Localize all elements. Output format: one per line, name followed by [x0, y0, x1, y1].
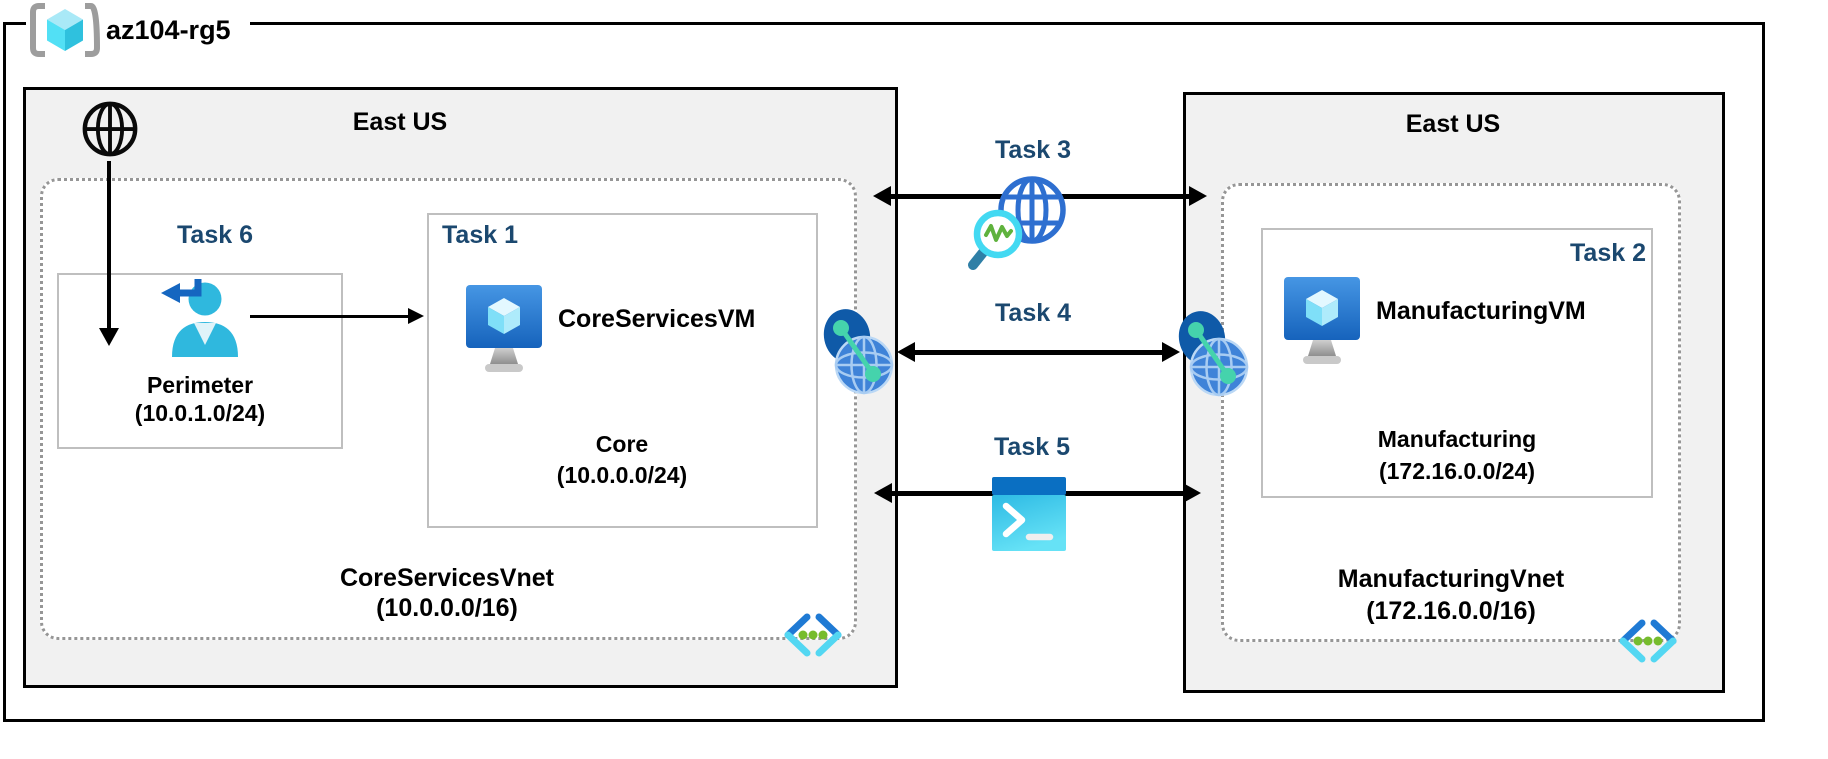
core-vnet-icon — [784, 613, 842, 657]
task3-label: Task 3 — [995, 136, 1071, 164]
perimeter-subnet-cidr: (10.0.1.0/24) — [134, 400, 266, 426]
arrow-head-right — [408, 308, 424, 324]
manufacturing-region-title: East US — [1405, 110, 1501, 138]
core-region-title: East US — [352, 108, 448, 136]
resource-group-icon — [30, 3, 101, 57]
core-vm-icon — [466, 285, 542, 372]
perimeter-subnet-name: Perimeter — [146, 372, 254, 398]
network-watcher-icon — [968, 176, 1066, 270]
outer-border — [3, 22, 1765, 722]
core-vm-name: CoreServicesVM — [558, 305, 756, 333]
manufacturing-subnet-cidr: (172.16.0.0/24) — [1378, 458, 1535, 484]
manufacturing-vnet-cidr: (172.16.0.0/16) — [1366, 597, 1536, 625]
task4-arrow — [897, 342, 1180, 362]
arrow-head-left — [897, 342, 915, 362]
task1-label: Task 1 — [442, 221, 518, 249]
core-subnet-name: Core — [595, 431, 649, 457]
core-subnet-cidr: (10.0.0.0/24) — [556, 462, 688, 488]
vnet-peering-icon-right — [1178, 311, 1249, 397]
perimeter-user-icon — [161, 279, 238, 357]
manufacturing-vnet-icon — [1619, 619, 1677, 663]
task5-label: Task 5 — [994, 433, 1070, 461]
arrow-shaft — [107, 161, 111, 328]
arrow-shaft — [250, 315, 409, 318]
internet-globe-icon — [82, 101, 138, 157]
core-vnet-name: CoreServicesVnet — [339, 564, 554, 592]
arrow-shaft — [913, 349, 1164, 355]
task6-label: Task 6 — [177, 221, 253, 249]
internet-to-perimeter-arrow — [99, 161, 119, 346]
task2-label: Task 2 — [1570, 239, 1646, 267]
arrow-head-right — [1189, 186, 1207, 206]
manufacturing-vm-icon — [1284, 277, 1360, 364]
manufacturing-vm-name: ManufacturingVM — [1376, 297, 1586, 325]
arrow-head-right — [1183, 483, 1201, 503]
task4-label: Task 4 — [995, 299, 1071, 327]
core-vnet-cidr: (10.0.0.0/16) — [376, 594, 518, 622]
manufacturing-subnet-name: Manufacturing — [1377, 426, 1537, 452]
arrow-head-left — [874, 483, 892, 503]
arrow-head-down — [99, 328, 119, 346]
vnet-peering-icon-left — [823, 309, 894, 395]
arrow-head-right — [1162, 342, 1180, 362]
arrow-head-left — [873, 186, 891, 206]
cloud-shell-icon — [992, 477, 1066, 551]
manufacturing-vnet-name: ManufacturingVnet — [1337, 565, 1565, 593]
resource-group-title: az104-rg5 — [106, 15, 231, 45]
perimeter-to-vm-arrow — [250, 307, 424, 327]
